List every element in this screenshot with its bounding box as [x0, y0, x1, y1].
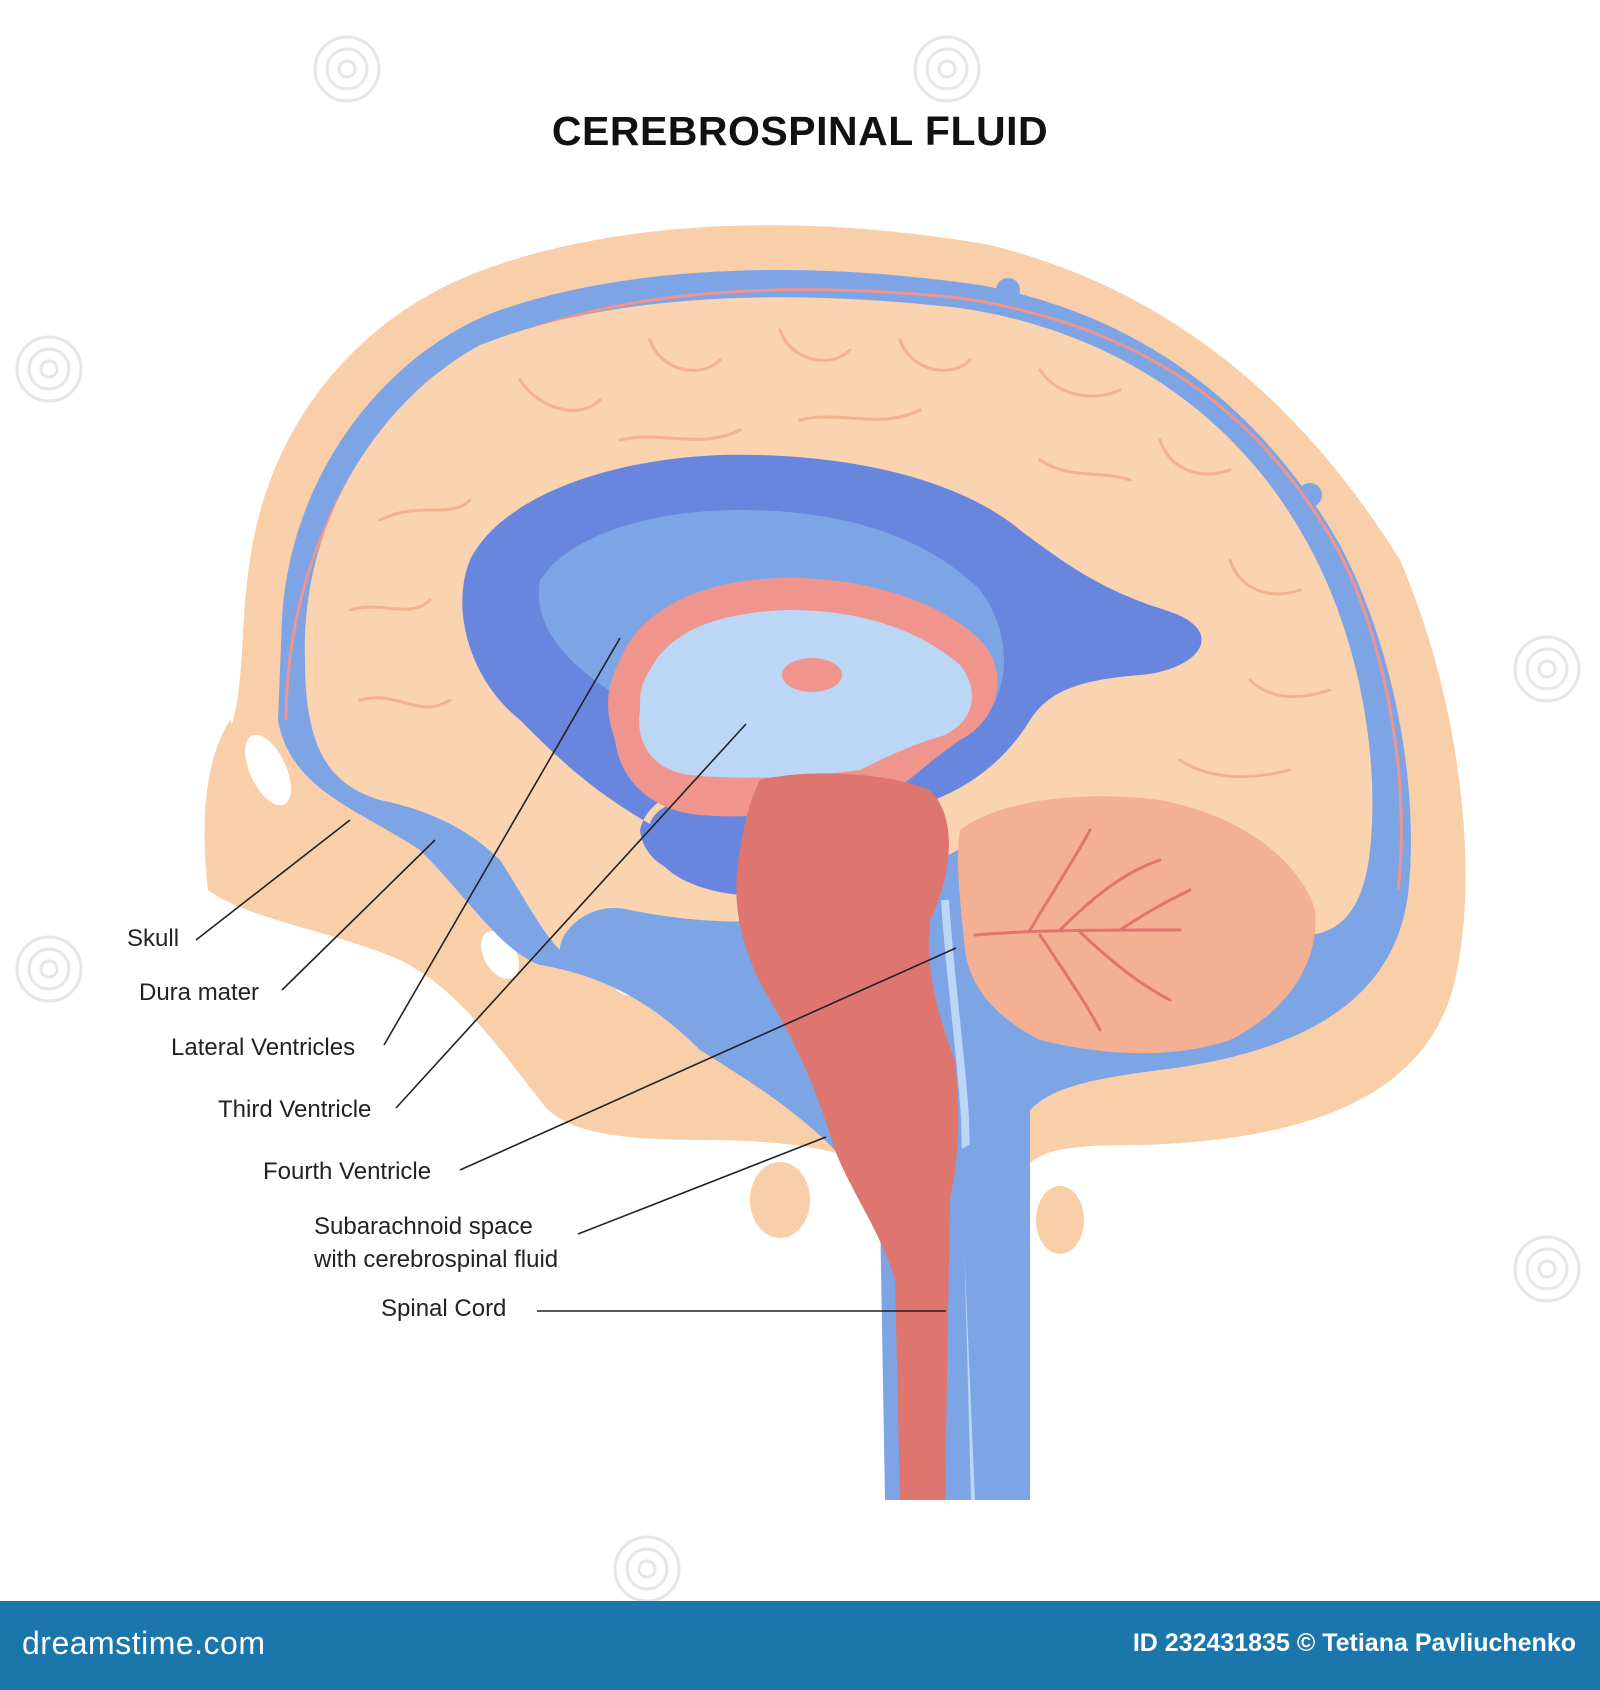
label-skull: Skull — [127, 925, 180, 952]
watermark-icon — [613, 1535, 681, 1603]
lateral-leader — [383, 637, 621, 1046]
leader-lines — [195, 637, 957, 1312]
axis-bone — [1036, 1186, 1084, 1254]
massa-intermedia — [782, 658, 842, 692]
brand-logo-text[interactable]: dreamstime.com — [22, 1625, 266, 1661]
watermark-icon — [15, 935, 83, 1003]
brain-sagittal-diagram — [195, 225, 1466, 1501]
watermark-icon — [1513, 635, 1581, 703]
watermark-icon — [313, 35, 381, 103]
image-credit: ID 232431835 © Tetiana Pavliuchenko — [1132, 1629, 1576, 1657]
sinus-dot-1 — [996, 278, 1020, 302]
label-dura-mater: Dura mater — [139, 979, 260, 1006]
watermark-icon — [15, 335, 83, 403]
third-ventricle — [639, 610, 972, 778]
label-lateral-ventricles: Lateral Ventricles — [171, 1034, 356, 1061]
sinus-dot-2 — [1298, 483, 1322, 507]
skull-leader — [195, 819, 351, 941]
label-spinal-cord: Spinal Cord — [381, 1295, 507, 1322]
diagram-title: CEREBROSPINAL FLUID — [551, 108, 1049, 154]
central-canal — [941, 899, 979, 1501]
subarachnoid-leader — [577, 1136, 827, 1235]
frontal-sinus — [245, 734, 291, 806]
watermark-icon — [913, 35, 981, 103]
nasal-bone — [204, 720, 290, 893]
label-fourth-ventricle: Fourth Ventricle — [263, 1158, 432, 1185]
cerebellum — [957, 796, 1316, 1054]
label-subarachnoid-line2: with cerebrospinal fluid — [314, 1246, 559, 1273]
brainstem — [736, 773, 959, 1500]
label-third-ventricle: Third Ventricle — [218, 1096, 372, 1123]
atlas-bone — [750, 1162, 810, 1238]
neck-csf — [960, 1110, 1030, 1500]
footer-bar: dreamstime.com ID 232431835 © Tetiana Pa… — [0, 1601, 1600, 1690]
dura-leader — [281, 839, 436, 991]
gyri-lines — [348, 328, 1332, 778]
third-leader — [395, 723, 747, 1109]
cerebellum-arbor — [973, 828, 1192, 1032]
label-subarachnoid-line1: Subarachnoid space — [314, 1213, 533, 1240]
fourth-leader — [459, 947, 957, 1171]
watermark-icon — [1513, 1235, 1581, 1303]
